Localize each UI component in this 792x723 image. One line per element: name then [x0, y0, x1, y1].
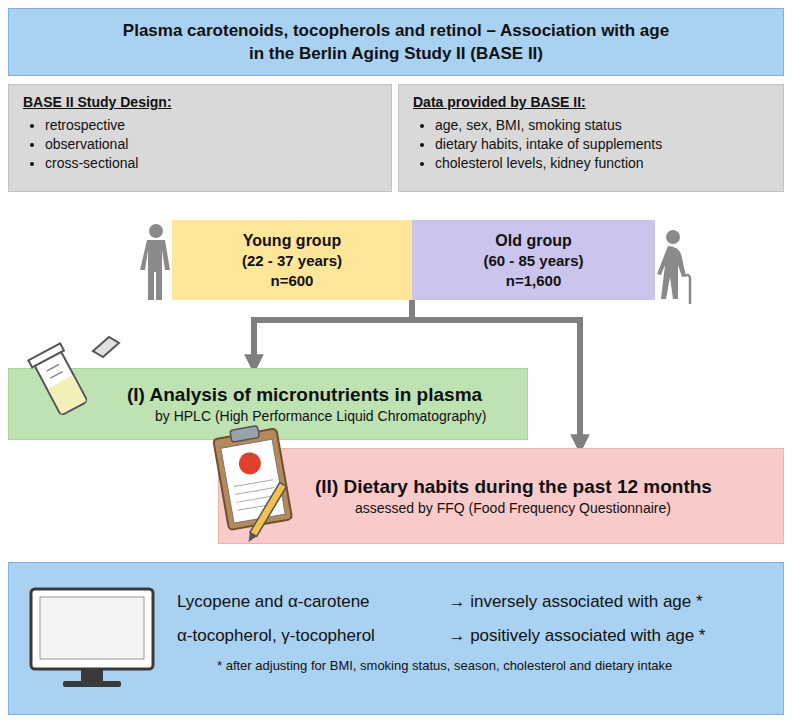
footnote: * after adjusting for BMI, smoking statu…: [177, 657, 769, 674]
title-text: Plasma carotenoids, tocopherols and reti…: [116, 19, 676, 65]
finding-nutrients: Lycopene and α-carotene: [177, 591, 438, 613]
step-heading: (I) Analysis of micronutrients in plasma: [127, 383, 517, 407]
node-box: Old group(60 - 85 years)n=1,600: [412, 220, 655, 300]
node-box: Young group(22 - 37 years)n=600: [172, 220, 412, 300]
bullet-item: cross-sectional: [45, 154, 377, 173]
bullet-item: observational: [45, 135, 377, 154]
title-band: Plasma carotenoids, tocopherols and reti…: [8, 8, 784, 76]
age-range: (22 - 37 years): [242, 251, 342, 271]
bullet-list: retrospectiveobservationalcross-sectiona…: [23, 116, 377, 173]
node-box: Data provided by BASE II: age, sex, BMI, …: [398, 84, 784, 192]
section-heading: BASE II Study Design:: [23, 93, 377, 112]
bullet-list: age, sex, BMI, smoking statusdietary hab…: [413, 116, 769, 173]
bullet-item: dietary habits, intake of supplements: [435, 135, 769, 154]
step-method: assessed by FFQ (Food Frequency Question…: [315, 499, 773, 518]
node-box: Lycopene and α-carotene → inversely assoc…: [8, 562, 784, 715]
section-heading: Data provided by BASE II:: [413, 93, 769, 112]
computer-icon: [23, 583, 163, 693]
bullet-item: age, sex, BMI, smoking status: [435, 116, 769, 135]
result-grid: Lycopene and α-carotene → inversely assoc…: [177, 591, 769, 647]
node-box: (II) Dietary habits during the past 12 m…: [218, 448, 784, 544]
step-heading: (II) Dietary habits during the past 12 m…: [315, 475, 773, 499]
sample-size: n=600: [271, 271, 314, 291]
flow-arrow: [254, 300, 412, 364]
age-range: (60 - 85 years): [483, 251, 583, 271]
group-name: Young group: [243, 230, 341, 251]
finding-result: → positively associated with age *: [448, 625, 769, 647]
finding-nutrients: α-tocopherol, γ-tocopherol: [177, 625, 438, 647]
group-name: Old group: [495, 230, 571, 251]
sample-size: n=1,600: [506, 271, 561, 291]
node-box: BASE II Study Design: retrospectiveobserv…: [8, 84, 392, 192]
bullet-item: retrospective: [45, 116, 377, 135]
old-person: [657, 230, 690, 304]
step-method: by HPLC (High Performance Liquid Chromat…: [127, 407, 517, 426]
test-tube-icon: [15, 339, 125, 419]
clipboard-icon: [211, 419, 297, 543]
bullet-item: cholesterol levels, kidney function: [435, 154, 769, 173]
flow-arrow: [254, 300, 412, 364]
young-person: [140, 224, 170, 300]
finding-result: → inversely associated with age *: [448, 591, 769, 613]
